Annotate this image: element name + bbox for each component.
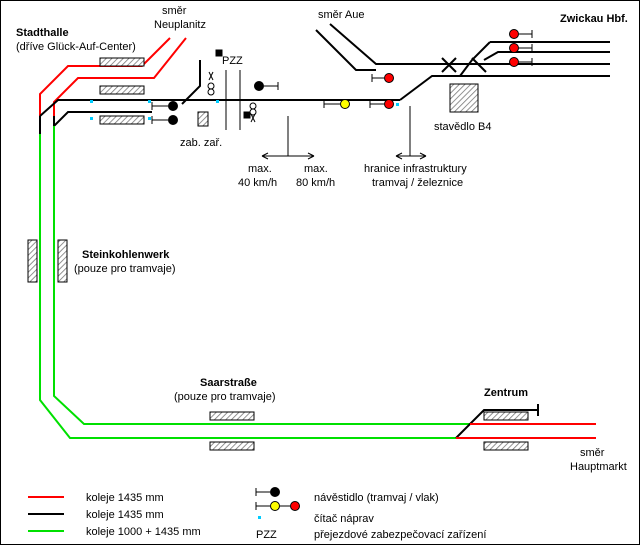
legend-black-track: koleje 1435 mm [86,509,164,521]
speed-markers [261,106,427,160]
zentrum-tracks [455,404,596,439]
label-smer-neuplanitz-1: směr [162,5,187,17]
legend-pzz-desc: přejezdové zabezpečovací zařízení [314,529,486,541]
label-pzz: PZZ [222,55,243,67]
label-smer-neuplanitz-2: Neuplanitz [154,19,206,31]
label-smer-aue: směr Aue [318,9,364,21]
platform-stadthalle-2 [99,85,145,95]
label-steinkohlenwerk-sub: (pouze pro tramvaje) [74,263,176,275]
label-steinkohlenwerk: Steinkohlenwerk [82,249,170,261]
platform-stadthalle-3 [99,115,145,125]
label-zab-zar: zab. zař. [180,137,222,149]
green-tracks [39,126,470,439]
platform-zentrum-1 [483,411,529,421]
legend-pzz: PZZ [256,529,277,541]
label-saarstrasse: Saarstraße [200,377,257,389]
platform-zentrum-2 [483,441,529,451]
label-max40-2: 40 km/h [238,177,277,189]
platform-steinkohlenwerk-2 [57,239,68,283]
red-tracks [39,37,187,116]
label-smer-hauptmarkt-1: směr [580,447,605,459]
platform-saarstrasse-2 [209,441,255,451]
signal-black [168,101,178,111]
legend-counter: čítač náprav [314,513,374,525]
legend: koleje 1435 mm koleje 1435 mm koleje 100… [28,487,486,541]
label-stadthalle-sub: (dříve Glück-Auf-Center) [16,41,136,53]
platform-steinkohlenwerk-1 [27,239,38,283]
label-stavedlo: stavědlo B4 [434,121,491,133]
legend-signal-icon [255,487,300,511]
label-max80-1: max. [304,163,328,175]
pzz-crossing [207,49,257,130]
legend-green-track: koleje 1000 + 1435 mm [86,526,201,538]
axle-counters [90,100,399,120]
signals [151,29,533,125]
label-saarstrasse-sub: (pouze pro tramvaje) [174,391,276,403]
legend-signal: návěstidlo (tramvaj / vlak) [314,492,439,504]
stavedlo-b4-building [449,83,479,113]
label-max40-1: max. [248,163,272,175]
platforms [27,57,529,451]
black-tracks-west [39,60,400,134]
platform-saarstrasse-1 [209,411,255,421]
zab-zar-box [197,111,209,127]
label-zentrum: Zentrum [484,387,528,399]
signal-black [168,115,178,125]
label-hranice-1: hranice infrastruktury [364,163,467,175]
legend-counter-icon [258,516,261,519]
platform-stadthalle-1 [99,57,145,67]
label-zwickau: Zwickau Hbf. [560,13,628,25]
label-hranice-2: tramvaj / železnice [372,177,463,189]
label-stadthalle: Stadthalle [16,27,69,39]
label-max80-2: 80 km/h [296,177,335,189]
label-smer-hauptmarkt-2: Hauptmarkt [570,461,627,473]
legend-red-track: koleje 1435 mm [86,492,164,504]
